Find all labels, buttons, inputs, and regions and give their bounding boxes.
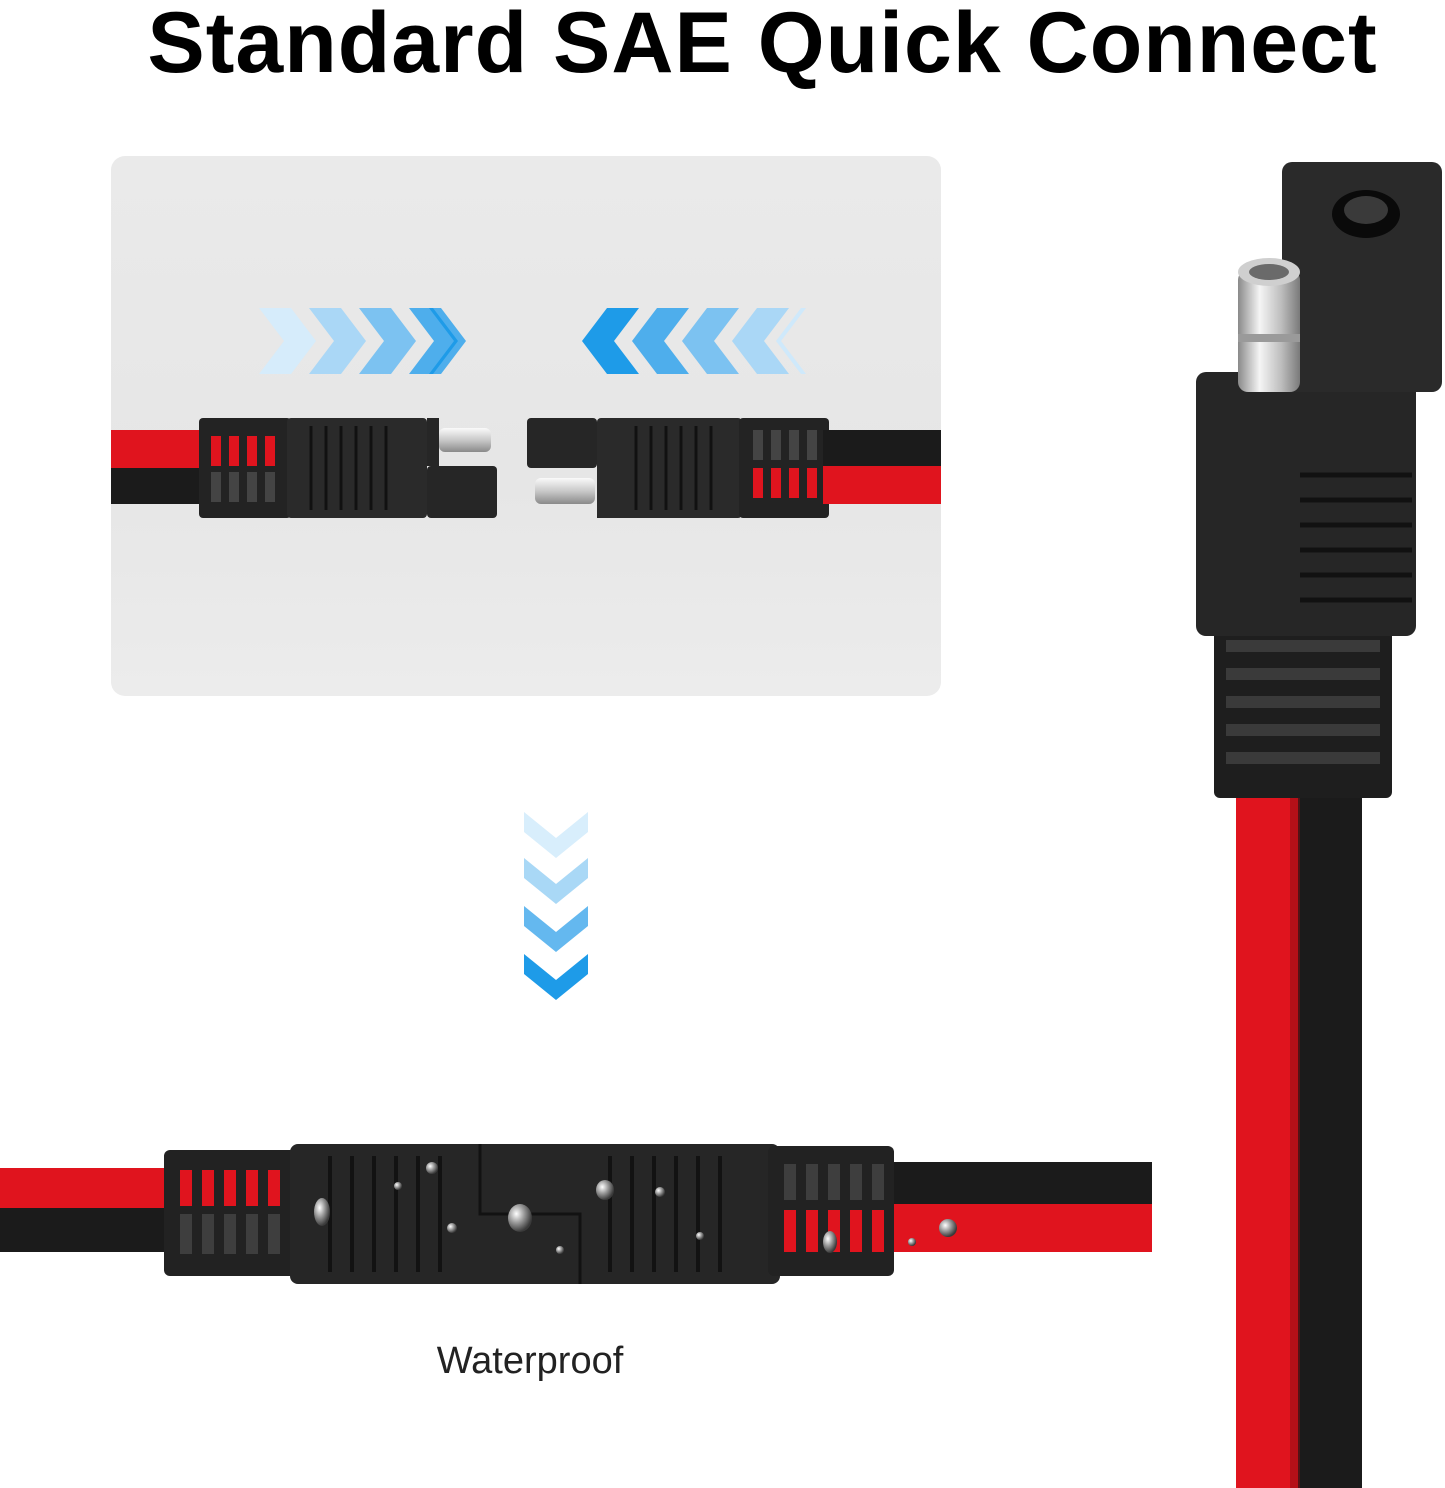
chevron-left-icon bbox=[582, 308, 806, 374]
page-title: Standard SAE Quick Connect bbox=[147, 0, 1378, 91]
connect-illustration-panel bbox=[111, 156, 941, 696]
chevron-right-icon bbox=[259, 308, 466, 374]
waterproof-label: Waterproof bbox=[436, 1340, 624, 1382]
water-drop-icon bbox=[314, 1162, 957, 1254]
connector-pair-illustration bbox=[111, 308, 941, 518]
chevron-down-icon bbox=[524, 812, 588, 1000]
